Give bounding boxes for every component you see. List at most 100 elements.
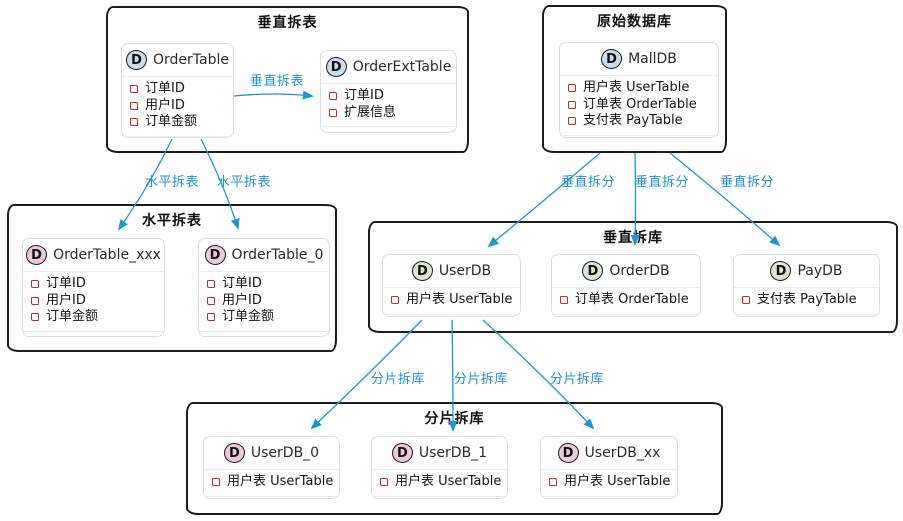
field-bullet-icon	[130, 101, 138, 110]
entity-footer	[372, 495, 507, 499]
field-label: 用户表 UserTable	[395, 474, 502, 489]
entity-field: 用户ID	[130, 98, 227, 115]
entity-footer	[199, 330, 329, 337]
edge-label: 垂直拆分	[560, 175, 616, 190]
field-bullet-icon	[212, 478, 220, 487]
database-entity-icon: D	[601, 49, 623, 69]
field-bullet-icon	[31, 313, 39, 322]
field-label: 订单ID	[344, 88, 384, 103]
entity-field: 用户表 UserTable	[568, 80, 712, 97]
entity-field: 支付表 PayTable	[742, 292, 873, 309]
edge-label: 垂直拆分	[719, 175, 775, 190]
entity-field: 订单ID	[31, 276, 158, 293]
edge-label: 分片拆库	[370, 372, 426, 387]
field-bullet-icon	[329, 92, 337, 101]
field-label: 用户ID	[222, 292, 262, 308]
database-entity-icon: D	[126, 50, 147, 70]
field-bullet-icon	[329, 108, 337, 117]
entity-name: UserDB_0	[250, 445, 320, 461]
field-label: 订单表 OrderTable	[575, 292, 689, 307]
field-label: 用户ID	[145, 97, 185, 113]
entity-name: OrderTable_xxx	[53, 247, 161, 263]
field-bullet-icon	[31, 280, 39, 289]
field-label: 订单表 OrderTable	[583, 96, 697, 112]
entity-footer	[383, 313, 520, 317]
entity-ordertable-0: D OrderTable_0 订单ID 用户ID 订单金额	[198, 238, 330, 337]
field-bullet-icon	[130, 85, 138, 94]
entity-name: MallDB	[628, 51, 677, 67]
entity-footer	[552, 313, 700, 317]
entity-field: 订单金额	[31, 309, 158, 326]
entity-field: 扩展信息	[329, 105, 450, 122]
entity-field: 支付表 PayTable	[568, 113, 712, 130]
entity-malldb: D MallDB 用户表 UserTable 订单表 OrderTable 支付…	[559, 42, 719, 138]
edge-label: 水平拆表	[144, 175, 200, 190]
database-entity-icon: D	[325, 57, 347, 77]
group-title: 水平拆表	[142, 213, 202, 229]
entity-field: 订单ID	[329, 88, 450, 105]
database-entity-icon: D	[204, 245, 226, 265]
entity-field: 用户ID	[31, 293, 158, 310]
entity-field: 用户表 UserTable	[212, 474, 333, 491]
entity-field: 订单金额	[130, 114, 227, 131]
entity-footer	[23, 330, 164, 337]
database-entity-icon: D	[557, 443, 579, 463]
entity-footer	[204, 495, 339, 499]
entity-userdb-0: D UserDB_0 用户表 UserTable	[203, 436, 340, 499]
entity-field: 订单金额	[207, 309, 323, 326]
field-label: 订单ID	[46, 276, 86, 291]
edge-label: 垂直拆表	[249, 74, 305, 89]
group-title: 垂直拆库	[603, 230, 663, 246]
entity-footer	[541, 495, 677, 499]
entity-paydb: D PayDB 支付表 PayTable	[733, 254, 880, 317]
entity-name: OrderExtTable	[352, 59, 452, 75]
field-label: 订单金额	[222, 309, 275, 324]
field-bullet-icon	[380, 478, 388, 487]
entity-ordertable-xxx: D OrderTable_xxx 订单ID 用户ID 订单金额	[22, 238, 165, 337]
field-bullet-icon	[207, 280, 215, 289]
field-bullet-icon	[31, 296, 39, 305]
field-label: 用户表 UserTable	[583, 80, 690, 95]
entity-userdb-xx: D UserDB_xx 用户表 UserTable	[540, 436, 678, 499]
group-title: 垂直拆表	[257, 15, 318, 31]
field-bullet-icon	[560, 296, 568, 305]
field-label: 支付表 PayTable	[757, 292, 857, 307]
entity-footer	[560, 134, 718, 138]
entity-name: UserDB_xx	[584, 445, 661, 461]
entity-footer	[122, 135, 233, 138]
entity-footer	[734, 313, 879, 317]
entity-field: 用户ID	[207, 293, 323, 310]
entity-name: UserDB	[438, 263, 492, 279]
entity-name: OrderDB	[609, 263, 670, 279]
edge-label: 水平拆表	[216, 175, 272, 190]
entity-userdb-1: D UserDB_1 用户表 UserTable	[371, 436, 508, 499]
field-label: 用户表 UserTable	[564, 474, 671, 489]
field-bullet-icon	[568, 117, 576, 126]
database-entity-icon: D	[411, 261, 433, 281]
group-title: 分片拆库	[424, 411, 485, 427]
database-entity-icon: D	[391, 443, 413, 463]
field-bullet-icon	[130, 118, 138, 127]
database-entity-icon: D	[26, 245, 48, 265]
field-label: 订单ID	[222, 276, 262, 291]
entity-footer	[321, 126, 456, 132]
edge-label: 分片拆库	[549, 372, 605, 387]
entity-field: 订单表 OrderTable	[560, 292, 694, 309]
entity-field: 用户表 UserTable	[549, 474, 671, 491]
field-label: 用户ID	[46, 292, 86, 308]
field-label: 订单ID	[145, 81, 185, 96]
field-bullet-icon	[742, 296, 750, 305]
entity-ordertable: D OrderTable 订单ID 用户ID 订单金额	[121, 43, 234, 138]
field-bullet-icon	[207, 296, 215, 305]
field-label: 扩展信息	[344, 104, 397, 120]
entity-name: OrderTable_0	[231, 247, 324, 263]
database-entity-icon: D	[223, 443, 245, 463]
field-bullet-icon	[568, 84, 576, 93]
entity-field: 用户表 UserTable	[380, 474, 501, 491]
entity-userdb: D UserDB 用户表 UserTable	[382, 254, 521, 317]
field-label: 支付表 PayTable	[583, 113, 683, 128]
entity-field: 用户表 UserTable	[391, 292, 514, 309]
entity-orderdb: D OrderDB 订单表 OrderTable	[551, 254, 701, 317]
field-bullet-icon	[207, 313, 215, 322]
